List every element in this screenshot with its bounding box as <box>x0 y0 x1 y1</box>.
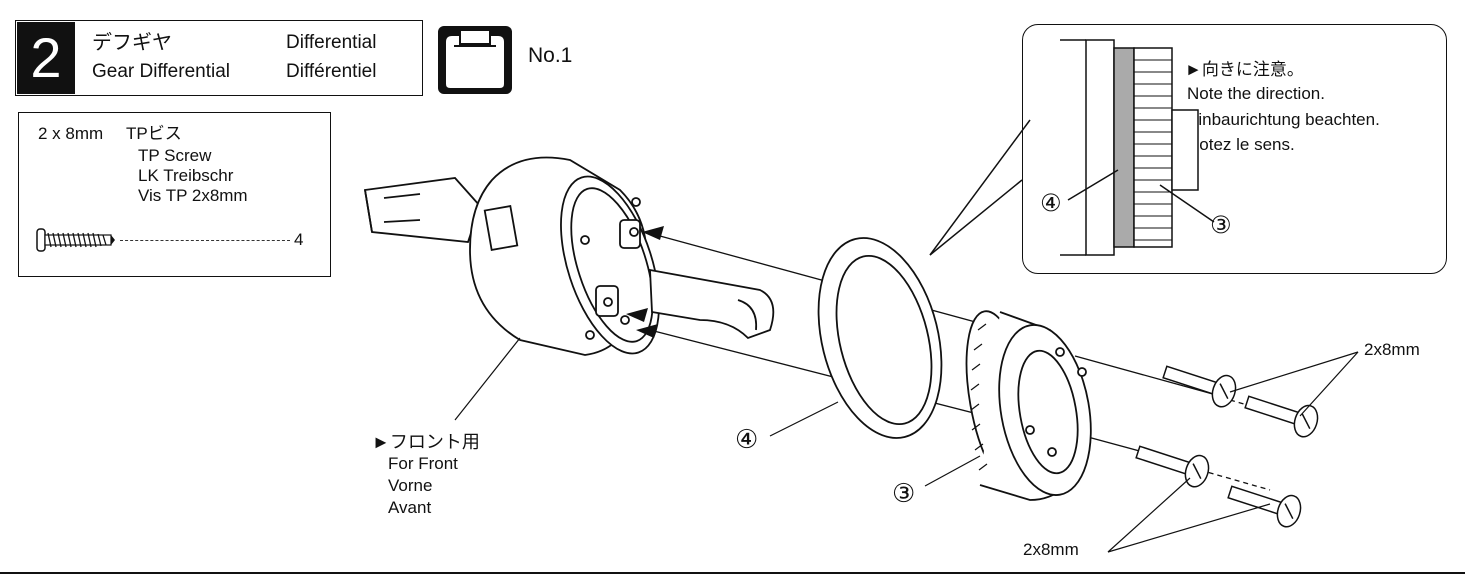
bag-icon <box>436 24 514 96</box>
step-header <box>15 20 423 96</box>
front-label-ja: ►フロント用 <box>372 432 480 452</box>
bag-number: No.1 <box>528 44 573 67</box>
screws <box>1135 365 1319 528</box>
leader-lines <box>454 337 1359 553</box>
title-french: Différentiel <box>286 61 377 82</box>
screw-quantity: 4 <box>294 230 304 249</box>
front-label-de: Vorne <box>388 476 433 495</box>
title-english: Gear Differential <box>92 61 230 82</box>
screw-icon <box>36 228 116 252</box>
screw-size-label: 2 x 8mm <box>38 124 104 143</box>
quantity-leader <box>120 240 290 242</box>
screw-name-ja: TPビス <box>126 124 182 143</box>
screw-label-bottom: 2x8mm <box>1023 540 1079 559</box>
screw-label-top: 2x8mm <box>1364 340 1420 359</box>
step-number: 2 <box>17 22 75 94</box>
parts-box <box>18 112 331 277</box>
inset-note-fr: Notez le sens. <box>1187 135 1295 154</box>
inset-note-ja: ►向きに注意。 <box>1185 60 1304 79</box>
screw-name-en: TP Screw <box>138 146 212 165</box>
part-callout-4: ④ <box>735 424 759 454</box>
shim-ring <box>817 237 943 439</box>
inset-note-de: Einbaurichtung beachten. <box>1187 110 1380 129</box>
screw-name-fr: Vis TP 2x8mm <box>138 186 248 205</box>
inset-callout-4: ④ <box>1040 190 1062 217</box>
pulley-gear <box>965 310 1092 501</box>
front-label-en: For Front <box>388 454 458 473</box>
part-callout-3: ③ <box>892 478 916 508</box>
screw-name-de: LK Treibschr <box>138 166 234 185</box>
inset-note-en: Note the direction. <box>1187 84 1325 103</box>
front-label-fr: Avant <box>388 498 432 517</box>
title-german: Differential <box>286 32 377 53</box>
insert-arrows <box>626 226 664 338</box>
inset-pointer <box>929 119 1031 256</box>
title-japanese: デフギヤ <box>92 32 172 54</box>
inset-callout-3: ③ <box>1210 212 1232 239</box>
differential-case <box>363 156 775 356</box>
